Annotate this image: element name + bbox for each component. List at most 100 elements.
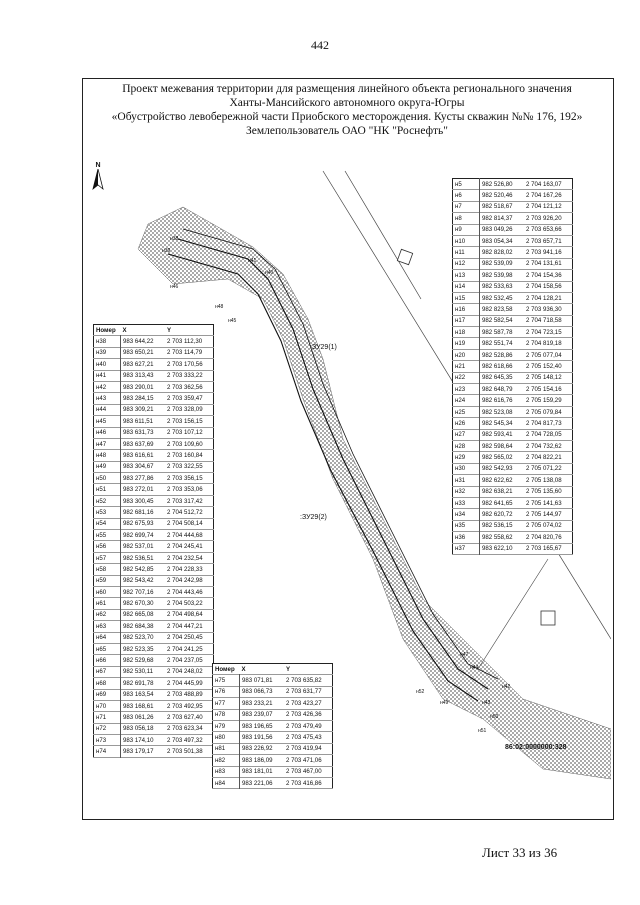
coord-y: 2 704 443,46	[167, 588, 203, 596]
coord-x: 982 814,37	[482, 214, 513, 222]
coord-x: 982 558,62	[482, 533, 513, 541]
coord-y: 2 704 241,25	[167, 645, 203, 653]
coord-x: 983 174,10	[123, 736, 154, 744]
coord-x: 983 277,86	[123, 474, 154, 482]
point-id: н19	[452, 337, 480, 350]
point-id: н74	[93, 745, 121, 758]
coord-y: 2 703 497,32	[167, 736, 203, 744]
coord-y: 2 703 501,38	[167, 748, 203, 756]
coord-y: 2 704 163,07	[526, 180, 562, 188]
point-label: н41	[248, 258, 257, 264]
point-id: н6	[452, 189, 480, 202]
point-label: н42	[502, 684, 511, 690]
coord-y: 2 703 322,55	[167, 463, 203, 471]
coord-x: 982 648,79	[482, 385, 513, 393]
point-id: н66	[93, 654, 121, 667]
corridor-line-2	[167, 253, 479, 702]
coord-x: 983 309,21	[123, 406, 154, 414]
point-id: н17	[452, 315, 480, 327]
point-id: н83	[212, 766, 240, 778]
coord-x: 983 054,34	[482, 237, 513, 245]
point-id: н80	[212, 731, 240, 744]
coord-y: 2 704 732,62	[526, 442, 562, 450]
coord-x: 982 691,78	[123, 679, 154, 687]
point-id: н81	[212, 743, 240, 755]
point-id: н77	[212, 697, 240, 710]
point-id: н70	[93, 700, 121, 712]
coord-y: 2 704 154,36	[526, 271, 562, 279]
coord-y: 2 705 154,16	[526, 385, 562, 393]
coord-y: 2 704 245,41	[167, 543, 203, 551]
coord-x: 982 529,68	[123, 657, 154, 665]
document-title: Проект межевания территории для размещен…	[82, 82, 612, 138]
point-id: н50	[93, 472, 121, 484]
coord-x: 983 181,01	[242, 768, 273, 776]
corridor-line-3	[182, 228, 499, 680]
coord-y: 2 703 635,82	[286, 677, 322, 685]
point-id: н26	[452, 417, 480, 430]
point-id: н45	[93, 415, 121, 428]
point-label: н46	[170, 284, 179, 290]
point-id: н61	[93, 597, 121, 610]
north-arrow-icon	[92, 168, 104, 191]
coord-x: 982 670,30	[123, 600, 154, 608]
point-label: н43	[482, 700, 491, 706]
coord-x: 982 542,93	[482, 465, 513, 473]
point-label: н49	[440, 700, 449, 706]
coord-y: 2 704 131,61	[526, 260, 562, 268]
point-id: н59	[93, 575, 121, 587]
coord-y: 2 703 328,09	[167, 406, 203, 414]
coord-x: 982 565,02	[482, 454, 513, 462]
point-id: н62	[93, 609, 121, 621]
coord-y: 2 704 444,68	[167, 531, 203, 539]
hatched-zone	[137, 206, 611, 780]
coord-y: 2 704 512,72	[167, 508, 203, 516]
title-line-3: «Обустройство левобережной части Приобск…	[111, 111, 583, 123]
coord-x: 982 536,51	[123, 554, 154, 562]
point-id: н13	[452, 269, 480, 282]
boundary-line	[477, 558, 549, 670]
coord-y: 2 703 353,06	[167, 486, 203, 494]
point-label: н45	[228, 318, 237, 324]
coord-x: 982 684,38	[123, 622, 154, 630]
point-id: н37	[452, 543, 480, 555]
point-id: н27	[452, 429, 480, 441]
cadastral-number: 86:02:0000000:328	[505, 744, 567, 751]
coord-y: 2 704 822,21	[526, 454, 562, 462]
coord-x: 982 641,65	[482, 499, 513, 507]
point-id: н72	[93, 723, 121, 735]
coord-x: 983 049,26	[482, 226, 513, 234]
coord-y: 2 705 152,40	[526, 362, 562, 370]
point-id: н60	[93, 586, 121, 598]
coord-x: 983 284,15	[123, 395, 154, 403]
coord-y: 2 704 508,14	[167, 520, 203, 528]
coord-y: 2 705 071,22	[526, 465, 562, 473]
coord-y: 2 705 135,60	[526, 488, 562, 496]
point-label: н51	[478, 728, 487, 734]
point-label: н48	[215, 304, 224, 310]
